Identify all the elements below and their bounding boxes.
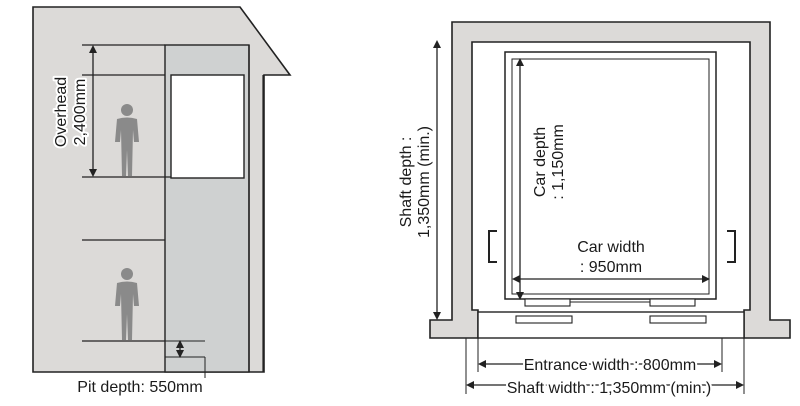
shaft-depth-value: 1,350mm (min.): [416, 126, 433, 238]
car-depth-value: : 1,150mm: [550, 124, 567, 200]
pit-depth-label: Pit depth: 550mm: [77, 379, 202, 396]
overhead-label: Overhead: [53, 77, 70, 147]
elevator-car: [170, 74, 245, 179]
shaft-depth-label: Shaft depth :: [398, 137, 415, 228]
building-outline: [32, 6, 292, 373]
left-guide-rail: [488, 230, 497, 263]
car-width-label: Car width: [577, 239, 645, 256]
overhead-value: 2,400mm: [72, 79, 89, 146]
entrance-width-label: Entrance width : 800mm: [524, 357, 697, 374]
car-depth-label: Car depth: [532, 127, 549, 197]
elevation-view: Overhead 2,400mm Pit depth: 550mm: [32, 6, 292, 398]
hall-door-right: [649, 315, 707, 324]
shaft-walls: [429, 21, 791, 339]
hall-door-left: [515, 315, 573, 324]
elevator-car-plan: [504, 51, 717, 300]
right-guide-rail: [727, 230, 736, 263]
plan-view: Shaft depth : 1,350mm (min.) Car depth :…: [396, 21, 791, 399]
person-lower-icon: [115, 268, 139, 340]
person-upper-icon: [115, 104, 139, 176]
car-door-left: [524, 298, 571, 307]
car-door-right: [649, 298, 696, 307]
shaft-width-label: Shaft width : 1,350mm (min.): [507, 380, 712, 397]
car-width-value: : 950mm: [580, 259, 642, 276]
